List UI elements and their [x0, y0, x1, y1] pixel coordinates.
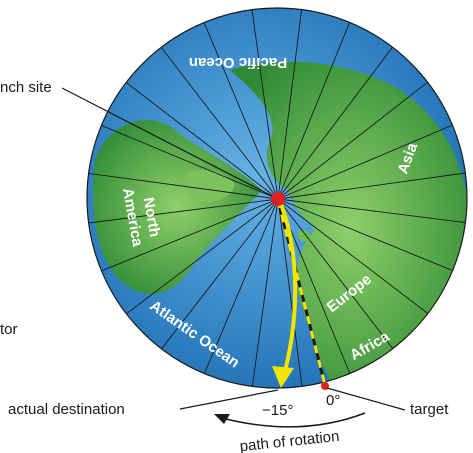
meridian-line [126, 198, 279, 315]
meridian-line [88, 198, 279, 224]
rotation-arc [221, 412, 366, 428]
meridian-line [161, 198, 279, 350]
launch-site-label: nch site [0, 79, 52, 96]
north-america-landmass [92, 120, 262, 294]
path-of-rotation-label: path of rotation [239, 428, 340, 453]
angle-minus15-label: −15° [262, 402, 293, 419]
meridian-line [277, 172, 466, 200]
globe-outline [86, 7, 468, 389]
north-america-label-line1: North [140, 196, 164, 238]
meridian-line [203, 198, 279, 374]
meridian-line [277, 198, 429, 314]
angle-zero-label: 0° [326, 392, 340, 409]
equator-label: tor [0, 321, 18, 338]
greenland-landmass [185, 169, 235, 202]
meridian-line [203, 22, 279, 200]
meridian-line [277, 9, 303, 200]
meridian-line [101, 198, 279, 272]
actual-destination-label: actual destination [8, 401, 125, 418]
pole-marker-icon [271, 192, 285, 206]
meridian-line [277, 124, 453, 200]
target-label: target [410, 401, 449, 418]
launch-site-leader [61, 87, 277, 199]
actual-trajectory-curve [277, 198, 298, 383]
meridian-line [251, 198, 279, 387]
rotation-arrowhead-icon [214, 414, 230, 424]
meridian-line [251, 9, 279, 200]
iceland-landmass [297, 230, 311, 242]
meridian-line [277, 198, 303, 387]
trajectory-arrowhead-icon [272, 366, 294, 388]
pacific-ocean-label: Pacific Ocean [189, 54, 287, 71]
meridian-line [88, 172, 279, 200]
meridian-line [277, 22, 351, 200]
meridian-line [277, 198, 466, 224]
actual-destination-leader [179, 389, 279, 410]
meridian-line [277, 198, 394, 349]
target-leader [326, 387, 406, 411]
meridian-line [277, 81, 428, 200]
target-trajectory-yellow-dash [276, 199, 327, 386]
meridian-line [125, 82, 279, 200]
meridian-line [101, 124, 279, 200]
meridian-line [277, 198, 453, 272]
meridian-line [277, 46, 393, 200]
meridian-line [160, 47, 279, 200]
meridian-lines [88, 9, 466, 387]
